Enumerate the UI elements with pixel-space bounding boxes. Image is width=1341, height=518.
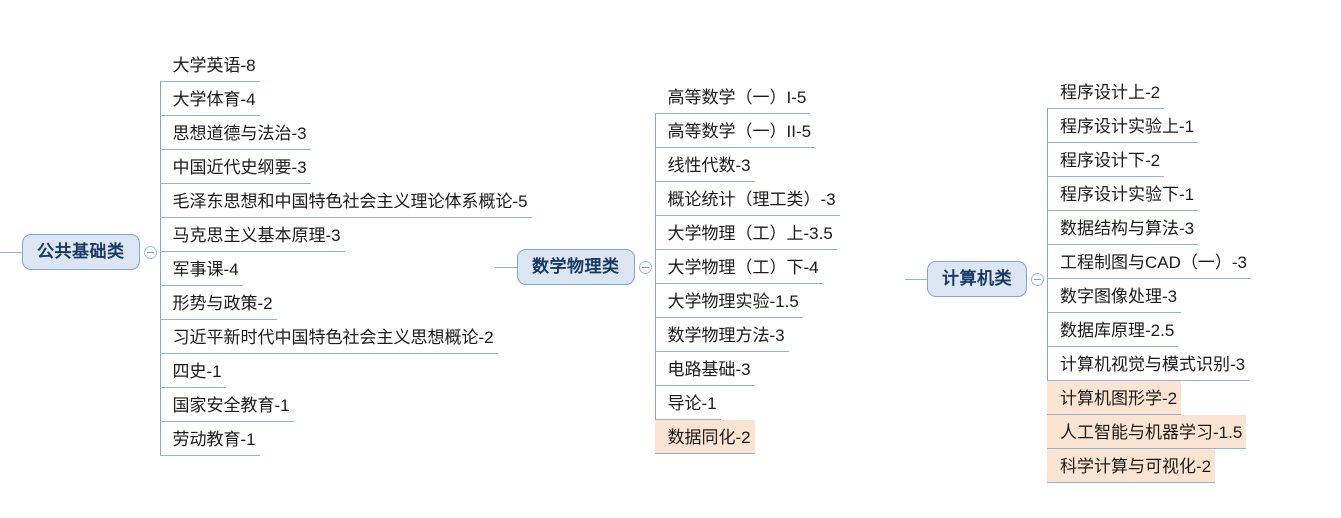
leaf-item-label: 大学体育-4 — [172, 89, 256, 109]
leaf-item[interactable]: 计算机视觉与模式识别-3 — [1047, 347, 1250, 381]
leaf-item[interactable]: 大学体育-4 — [159, 82, 260, 116]
leaf-item-label: 数据同化-2 — [667, 427, 751, 447]
leaf-item-label: 四史-1 — [172, 361, 222, 381]
leaf-item-label: 工程制图与CAD（一）-3 — [1060, 252, 1248, 272]
leaf-item[interactable]: 程序设计下-2 — [1047, 143, 1165, 177]
leaf-list: 程序设计上-2 程序设计实验上-1 程序设计下-2 程序设计实验下-1 数据结构与算法-… — [1047, 75, 1252, 483]
leaf-item[interactable]: 习近平新时代中国特色社会主义思想概论-2 — [159, 320, 498, 354]
branch-computer: 计算机类 程序设计上-2 程序设计实验上-1 程序设计下-2 程序设计实验下-1 数据结构… — [905, 75, 1252, 483]
leaf-item[interactable]: 数据结构与算法-3 — [1047, 211, 1199, 245]
leaf-item[interactable]: 概论统计（理工类）-3 — [654, 182, 840, 216]
leaf-item[interactable]: 中国近代史纲要-3 — [159, 150, 311, 184]
leaf-item[interactable]: 国家安全教育-1 — [159, 388, 294, 422]
leaf-item[interactable]: 程序设计实验上-1 — [1047, 109, 1199, 143]
leaf-item[interactable]: 数学物理方法-3 — [654, 318, 789, 352]
leaf-item[interactable]: 计算机图形学-2 — [1047, 381, 1182, 415]
leaf-item-label: 中国近代史纲要-3 — [172, 157, 307, 177]
leaf-item-label: 大学英语-8 — [172, 55, 256, 75]
leaf-item[interactable]: 电路基础-3 — [654, 352, 755, 386]
leaf-item-label: 线性代数-3 — [667, 155, 751, 175]
leaf-item-label: 导论-1 — [667, 393, 717, 413]
leaf-item-label: 军事课-4 — [172, 259, 239, 279]
collapse-minus-icon[interactable] — [638, 260, 652, 274]
leaf-item-label: 计算机图形学-2 — [1060, 388, 1178, 408]
branch-math-physics: 数学物理类 高等数学（一）I-5 高等数学（一）II-5 线性代数-3 概论统计（理工类… — [495, 80, 840, 454]
leaf-item-label: 数据库原理-2.5 — [1060, 320, 1175, 340]
leaf-item[interactable]: 科学计算与可视化-2 — [1047, 449, 1216, 483]
leaf-list: 高等数学（一）I-5 高等数学（一）II-5 线性代数-3 概论统计（理工类）-3 大学… — [654, 80, 840, 454]
leaf-item[interactable]: 大学物理实验-1.5 — [654, 284, 804, 318]
vertical-spine-connector — [654, 114, 656, 454]
leaf-item-label: 概论统计（理工类）-3 — [667, 189, 836, 209]
leaf-list: 大学英语-8 大学体育-4 思想道德与法治-3 中国近代史纲要-3 毛泽东思想和中国特色… — [159, 48, 532, 456]
leaf-item-label: 国家安全教育-1 — [172, 395, 290, 415]
branch-public-basic: 公共基础类 大学英语-8 大学体育-4 思想道德与法治-3 中国近代史纲要-3 毛泽东思想… — [0, 48, 532, 456]
category-node-computer[interactable]: 计算机类 — [927, 260, 1027, 298]
branch-stub-connector — [0, 251, 22, 253]
leaf-item-label: 数据结构与算法-3 — [1060, 218, 1195, 238]
leaf-item-label: 毛泽东思想和中国特色社会主义理论体系概论-5 — [172, 191, 528, 211]
leaf-item[interactable]: 程序设计实验下-1 — [1047, 177, 1199, 211]
leaf-item-label: 程序设计下-2 — [1060, 150, 1161, 170]
leaf-item[interactable]: 程序设计上-2 — [1047, 75, 1165, 109]
leaf-item[interactable]: 数字图像处理-3 — [1047, 279, 1182, 313]
branch-stub-connector — [905, 278, 927, 280]
leaf-item[interactable]: 思想道德与法治-3 — [159, 116, 311, 150]
leaf-item-label: 高等数学（一）I-5 — [667, 87, 807, 107]
branch-stub-connector — [495, 266, 517, 268]
leaf-item-label: 思想道德与法治-3 — [172, 123, 307, 143]
leaf-item-label: 大学物理（工）下-4 — [667, 257, 819, 277]
leaf-item[interactable]: 人工智能与机器学习-1.5 — [1047, 415, 1247, 449]
leaf-item-label: 形势与政策-2 — [172, 293, 273, 313]
leaf-item-label: 科学计算与可视化-2 — [1060, 456, 1212, 476]
leaf-item-label: 大学物理（工）上-3.5 — [667, 223, 833, 243]
leaf-item-label: 高等数学（一）II-5 — [667, 121, 812, 141]
leaf-item-label: 电路基础-3 — [667, 359, 751, 379]
leaf-item[interactable]: 形势与政策-2 — [159, 286, 277, 320]
collapse-minus-icon[interactable] — [1031, 272, 1044, 286]
category-node-math-physics[interactable]: 数学物理类 — [517, 248, 635, 286]
leaf-item-label: 习近平新时代中国特色社会主义思想概论-2 — [172, 327, 494, 347]
leaf-item[interactable]: 军事课-4 — [159, 252, 243, 286]
collapse-minus-icon[interactable] — [143, 245, 157, 259]
leaf-item[interactable]: 大学物理（工）上-3.5 — [654, 216, 838, 250]
leaf-item[interactable]: 数据同化-2 — [654, 420, 755, 454]
leaf-item-label: 数学物理方法-3 — [667, 325, 785, 345]
leaf-item-label: 劳动教育-1 — [172, 429, 256, 449]
leaf-item-label: 计算机视觉与模式识别-3 — [1060, 354, 1246, 374]
leaf-item-label: 程序设计实验下-1 — [1060, 184, 1195, 204]
leaf-item-label: 人工智能与机器学习-1.5 — [1060, 422, 1243, 442]
category-node-public-basic[interactable]: 公共基础类 — [22, 233, 140, 271]
children-column-public-basic: 大学英语-8 大学体育-4 思想道德与法治-3 中国近代史纲要-3 毛泽东思想和中国特色… — [159, 48, 532, 456]
leaf-item[interactable]: 高等数学（一）I-5 — [654, 80, 811, 114]
vertical-spine-connector — [1047, 109, 1048, 483]
leaf-item[interactable]: 劳动教育-1 — [159, 422, 260, 456]
leaf-item[interactable]: 毛泽东思想和中国特色社会主义理论体系概论-5 — [159, 184, 532, 218]
leaf-item[interactable]: 导论-1 — [654, 386, 721, 420]
leaf-item[interactable]: 大学英语-8 — [159, 48, 260, 82]
leaf-item[interactable]: 大学物理（工）下-4 — [654, 250, 823, 284]
leaf-item[interactable]: 马克思主义基本原理-3 — [159, 218, 345, 252]
leaf-item-label: 马克思主义基本原理-3 — [172, 225, 341, 245]
leaf-item-label: 程序设计实验上-1 — [1060, 116, 1195, 136]
leaf-item[interactable]: 线性代数-3 — [654, 148, 755, 182]
leaf-item[interactable]: 高等数学（一）II-5 — [654, 114, 816, 148]
leaf-item[interactable]: 工程制图与CAD（一）-3 — [1047, 245, 1252, 279]
leaf-item[interactable]: 数据库原理-2.5 — [1047, 313, 1179, 347]
leaf-item-label: 数字图像处理-3 — [1060, 286, 1178, 306]
leaf-item[interactable]: 四史-1 — [159, 354, 226, 388]
children-column-computer: 程序设计上-2 程序设计实验上-1 程序设计下-2 程序设计实验下-1 数据结构与算法-… — [1047, 75, 1252, 483]
vertical-spine-connector — [159, 82, 161, 456]
leaf-item-label: 大学物理实验-1.5 — [667, 291, 799, 311]
leaf-item-label: 程序设计上-2 — [1060, 82, 1161, 102]
children-column-math-physics: 高等数学（一）I-5 高等数学（一）II-5 线性代数-3 概论统计（理工类）-3 大学… — [654, 80, 840, 454]
